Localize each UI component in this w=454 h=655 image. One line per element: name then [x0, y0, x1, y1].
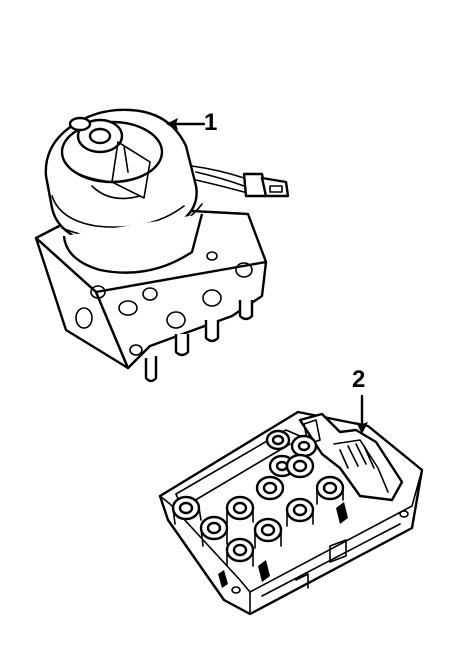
electronic-control-module [158, 410, 424, 616]
callout-leader-1 [166, 118, 206, 130]
solenoid-coils [171, 429, 345, 567]
abs-modulator-pump-assembly [34, 108, 290, 383]
callout-label-2: 2 [352, 366, 366, 393]
callout-leader-2 [356, 394, 368, 434]
pump-motor [44, 108, 290, 274]
callout-label-1: 1 [204, 109, 218, 136]
